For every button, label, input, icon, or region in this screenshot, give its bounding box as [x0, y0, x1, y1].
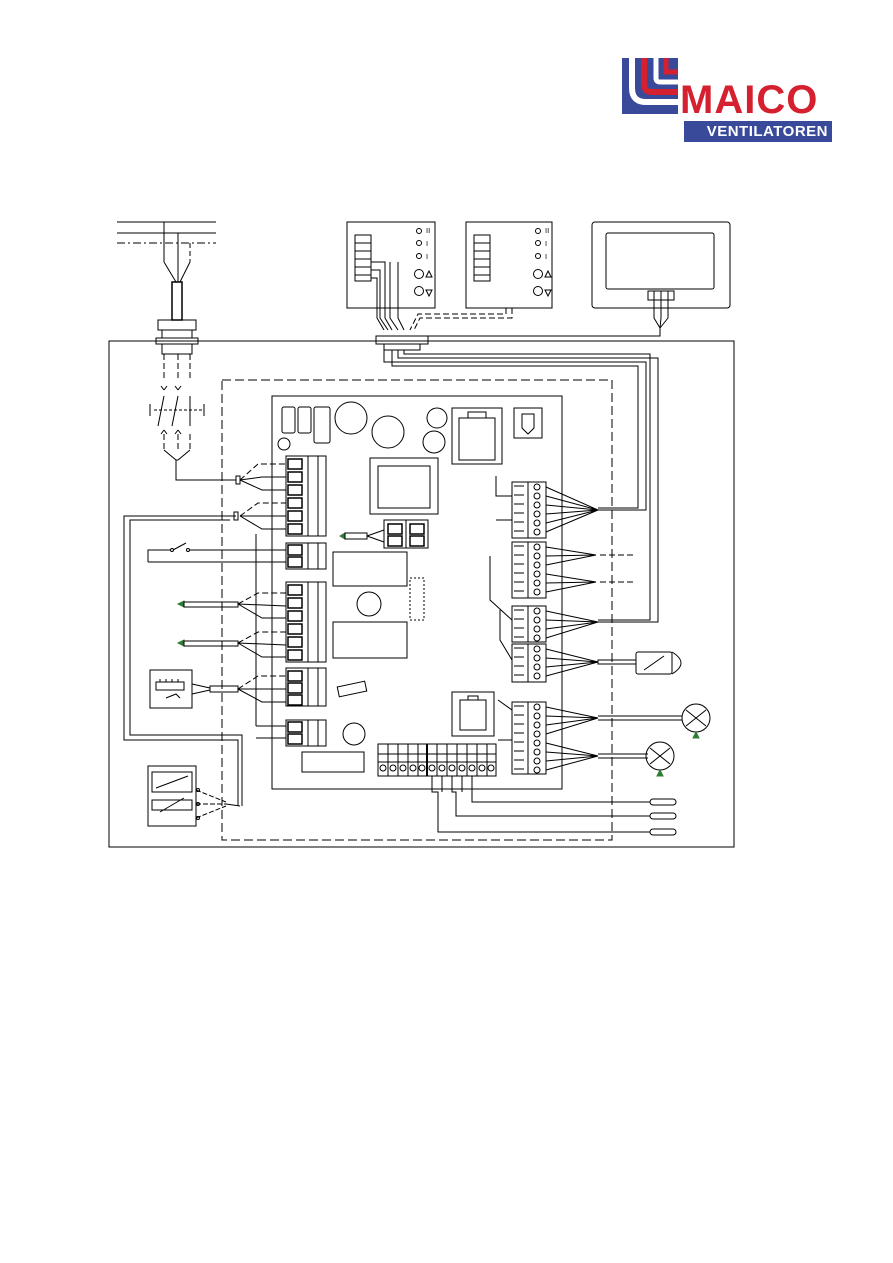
svg-text:I: I: [545, 240, 547, 248]
controller-cables: [371, 262, 668, 336]
svg-text:I: I: [426, 253, 428, 261]
cable-loop: [124, 516, 238, 806]
terminal-block-right-5: [512, 702, 682, 774]
mains-switch: [150, 354, 240, 484]
fan-2: [646, 742, 674, 776]
temperature-sensor-2: [178, 632, 286, 657]
svg-text:I: I: [426, 240, 428, 248]
fan-1: [682, 704, 710, 738]
cable-gland-left: [156, 320, 198, 354]
terminal-block-right-4: [512, 644, 681, 682]
terminal-block-right-3: [512, 606, 598, 642]
svg-text:II: II: [426, 227, 430, 235]
temperature-sensor-1: [178, 593, 286, 618]
controller-1: II I I: [347, 222, 435, 308]
pcb-traces: [490, 476, 512, 740]
main-pcb: [272, 396, 562, 789]
touch-display: [592, 222, 730, 308]
terminal-block-aux: [256, 534, 326, 746]
mains-supply: [117, 222, 216, 320]
cable-gland-top: [376, 336, 658, 622]
terminal-block-right-2: [512, 542, 636, 598]
svg-text:I: I: [545, 253, 547, 261]
controller-2: II I I: [466, 222, 552, 308]
svg-text:II: II: [545, 227, 549, 235]
terminal-block-right-1: [512, 482, 598, 538]
terminal-block-power: [240, 456, 326, 536]
external-switch: [148, 543, 326, 569]
pressure-sensor: [148, 766, 240, 826]
hygrostat-module: [150, 668, 326, 708]
terminal-block-sensors: [286, 582, 326, 662]
